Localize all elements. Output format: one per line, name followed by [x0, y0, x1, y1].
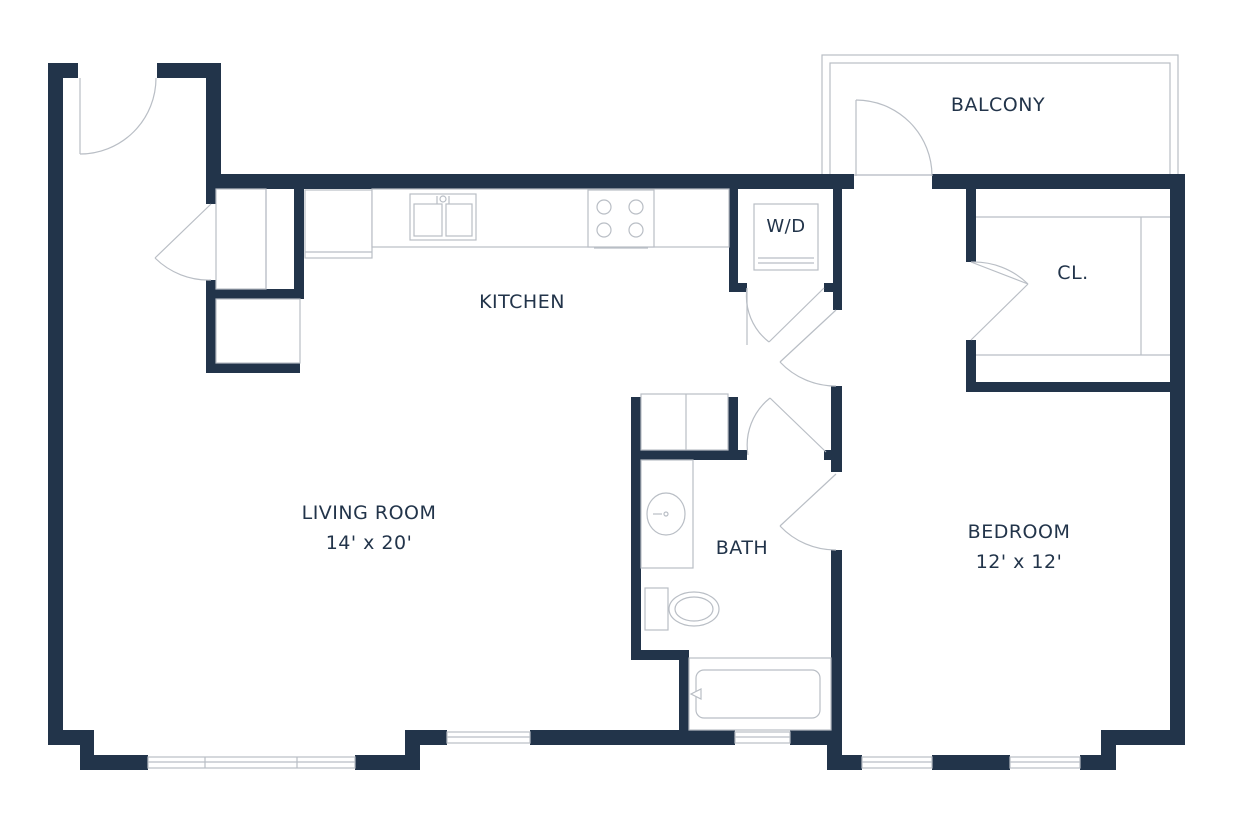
wall-segment: [631, 397, 641, 660]
washer-dryer-label: W/D: [766, 216, 805, 237]
closet-shelving: [976, 216, 1170, 356]
wall-segment: [206, 174, 854, 189]
wall-segment: [831, 550, 842, 745]
wall-segment: [966, 382, 1185, 392]
doors: [79, 77, 1029, 551]
hall-door: [779, 309, 837, 387]
wall-segment: [206, 289, 304, 299]
bath-door: [746, 397, 827, 456]
bathtub-icon: [688, 657, 832, 731]
living-room-label: LIVING ROOM: [302, 502, 437, 524]
wall-segment: [966, 340, 976, 392]
bedroom-door: [779, 473, 837, 551]
wall-segment: [728, 397, 738, 460]
linen-shelf: [640, 393, 729, 451]
wall-segment: [831, 386, 842, 472]
balcony-label: BALCONY: [951, 94, 1045, 116]
closet-label: CL.: [1057, 262, 1088, 284]
balcony-door: [855, 99, 933, 177]
wall-segment: [80, 755, 148, 770]
wall-segment: [294, 180, 304, 299]
wall-segment: [827, 755, 862, 770]
bath-label: BATH: [716, 537, 768, 559]
wall-segment: [932, 174, 1185, 189]
wall-segment: [206, 174, 216, 204]
windows: [147, 731, 1081, 769]
wall-segment: [729, 283, 747, 292]
washer-dryer-icon: [753, 203, 819, 271]
wd-closet-door: [745, 287, 825, 345]
wall-segment: [206, 63, 221, 191]
kitchen-label: KITCHEN: [479, 291, 565, 313]
wall-segment: [206, 363, 300, 373]
entry-door: [79, 77, 157, 155]
sink-icon: [409, 193, 477, 241]
wall-segment: [1170, 174, 1185, 745]
wall-segment: [824, 450, 842, 460]
wall-segment: [157, 63, 221, 78]
stove-icon: [587, 189, 655, 249]
bedroom-size: 12' x 12': [976, 551, 1063, 573]
wall-segment: [833, 180, 842, 310]
closet-door: [970, 261, 1029, 341]
refrigerator: [304, 189, 373, 259]
left-closet-shelf: [215, 188, 267, 290]
bedroom-label: BEDROOM: [968, 521, 1071, 543]
vanity-sink-icon: [640, 459, 694, 569]
wall-segment: [530, 730, 735, 745]
wall-segment: [206, 280, 216, 373]
wall-segment: [48, 63, 63, 745]
wall-segment: [966, 180, 976, 262]
kitchen-fixtures: [215, 188, 819, 364]
wall-segment: [631, 450, 747, 460]
wall-segment: [355, 755, 420, 770]
wall-segment: [679, 650, 689, 745]
pantry-shelf: [215, 298, 301, 364]
wall-segment: [932, 755, 1010, 770]
wall-segment: [1101, 730, 1185, 745]
toilet-icon: [644, 587, 720, 631]
living-room-size: 14' x 20': [326, 532, 413, 554]
wall-segment: [631, 650, 689, 660]
bath-fixtures: [640, 393, 832, 731]
wall-segment: [405, 730, 447, 745]
left-closet-door: [154, 203, 212, 281]
walls: [48, 63, 1185, 770]
wall-segment: [729, 180, 738, 292]
